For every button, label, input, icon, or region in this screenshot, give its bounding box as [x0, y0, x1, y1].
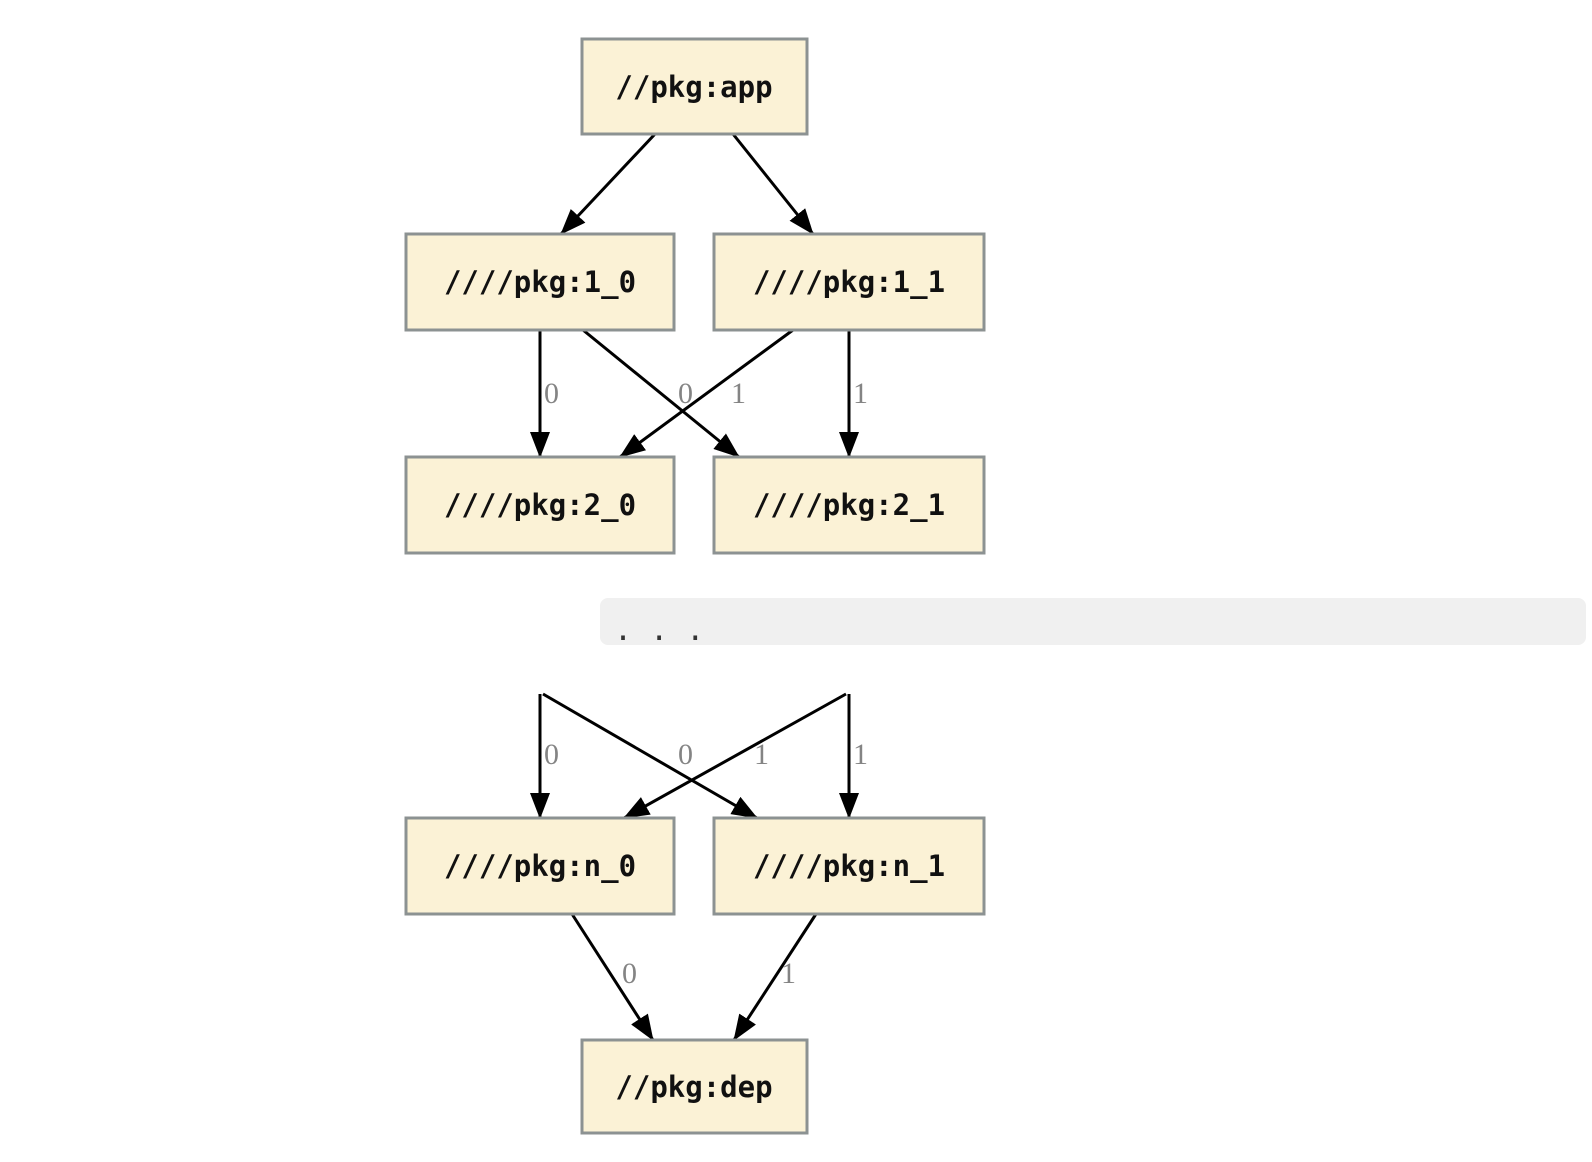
- node-label: ////pkg:1_0: [444, 265, 636, 299]
- edge-label: 1: [781, 957, 796, 990]
- edge-label: 1: [853, 738, 868, 771]
- edge-label: 0: [678, 377, 693, 410]
- node-app: //pkg:app: [580, 37, 809, 136]
- edge-app-to-1_1: [731, 133, 815, 235]
- edge-label: 1: [754, 738, 769, 771]
- edge-1_1-to-2_0: [619, 328, 794, 459]
- edge-elided-to-n_0-cross: [623, 692, 847, 820]
- node-label: ////pkg:n_0: [444, 849, 636, 883]
- node-box: [580, 37, 809, 136]
- node-box: [712, 455, 986, 555]
- edge-label: 0: [622, 957, 637, 990]
- node-box: [712, 816, 986, 916]
- edge-elided-to-n_1: [542, 692, 758, 820]
- edge-label: 1: [731, 377, 746, 410]
- edge-app-to-1_0: [559, 132, 657, 236]
- node-label: ////pkg:2_0: [444, 488, 636, 522]
- node-label: ////pkg:2_1: [753, 488, 945, 522]
- node-2_1: ////pkg:2_1: [712, 455, 986, 555]
- ellipsis-text: . . .: [614, 613, 704, 648]
- node-box: [404, 455, 676, 555]
- node-1_1: ////pkg:1_1: [712, 232, 986, 332]
- node-box: [404, 232, 676, 332]
- edge-label: 0: [678, 738, 693, 771]
- node-n_1: ////pkg:n_1: [712, 816, 986, 916]
- edge-1_0-to-2_1: [582, 328, 740, 459]
- node-label: ////pkg:n_1: [753, 849, 945, 883]
- node-label: //pkg:app: [615, 70, 772, 104]
- node-box: [404, 816, 676, 916]
- node-box: [712, 232, 986, 332]
- ellipsis-band: [600, 598, 1586, 645]
- node-box: [580, 1038, 809, 1135]
- node-label: ////pkg:1_1: [753, 265, 945, 299]
- node-dep: //pkg:dep: [580, 1038, 809, 1135]
- edge-n_0-to-dep: [570, 913, 655, 1041]
- node-1_0: ////pkg:1_0: [404, 232, 676, 332]
- node-2_0: ////pkg:2_0: [404, 455, 676, 555]
- edge-label: 0: [544, 377, 559, 410]
- edge-n_1-to-dep: [732, 913, 818, 1041]
- edge-label: 1: [853, 377, 868, 410]
- node-n_0: ////pkg:n_0: [404, 816, 676, 916]
- node-label: //pkg:dep: [615, 1070, 772, 1104]
- edge-label: 0: [544, 738, 559, 771]
